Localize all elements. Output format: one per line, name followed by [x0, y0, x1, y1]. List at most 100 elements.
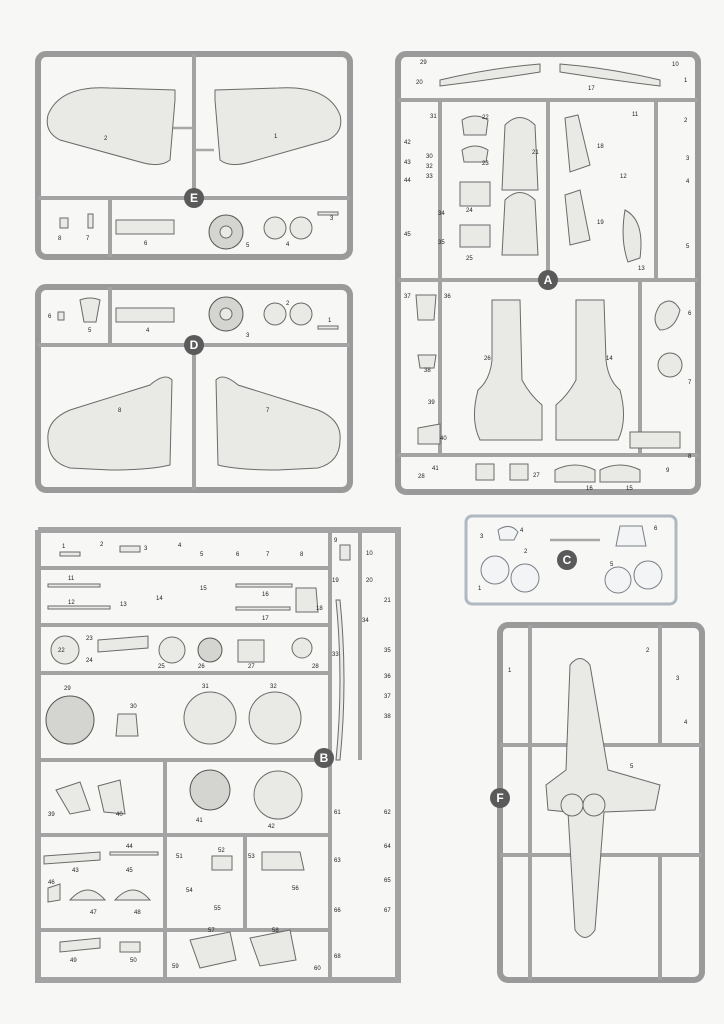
part-number: 4	[178, 543, 182, 549]
part-number: 35	[438, 240, 445, 246]
part-number: 32	[426, 164, 433, 170]
part-number: 39	[428, 400, 435, 406]
part-number: 5	[630, 764, 634, 770]
small-part	[317, 211, 339, 216]
part-number: 2	[104, 136, 108, 142]
part-number: 1	[274, 134, 278, 140]
part-number: 34	[362, 618, 369, 624]
part-number: 7	[266, 408, 270, 414]
part-number: 44	[404, 178, 411, 184]
part-number: 44	[126, 844, 133, 850]
shell-part	[68, 889, 107, 901]
rod-part	[235, 606, 291, 611]
sprue-frame-b: 1 2 3 4 5 6 7 8 9 10 11 12 13 14 15 16 1…	[35, 527, 401, 983]
part-number: 57	[208, 928, 215, 934]
part-number: 5	[686, 244, 690, 250]
part-number: 7	[688, 380, 692, 386]
part-number: 50	[130, 958, 137, 964]
part-number: 32	[270, 684, 277, 690]
wheel-part	[289, 302, 313, 326]
propeller-part	[335, 599, 345, 761]
part-number: 60	[314, 966, 321, 972]
rudder-part	[622, 209, 642, 263]
part-number: 5	[246, 243, 250, 249]
part-number: 2	[646, 648, 650, 654]
part-number: 42	[268, 824, 275, 830]
part-number: 27	[533, 473, 540, 479]
part-number: 21	[384, 598, 391, 604]
part-number: 65	[384, 878, 391, 884]
small-part	[415, 294, 437, 321]
part-number: 3	[246, 333, 250, 339]
part-number: 24	[86, 658, 93, 664]
seat-part	[261, 851, 305, 871]
engine-ring-part	[50, 635, 80, 665]
part-number: 61	[334, 810, 341, 816]
part-number: 3	[330, 216, 334, 222]
small-part	[119, 545, 141, 553]
part-number: 6	[688, 311, 692, 317]
wing-half-part	[215, 376, 341, 471]
part-number: 1	[62, 544, 66, 550]
clear-lens-part	[480, 555, 510, 585]
part-number: 10	[672, 62, 679, 68]
part-number: 47	[90, 910, 97, 916]
engine-disc-part	[158, 636, 186, 664]
small-part	[211, 855, 233, 871]
small-part	[59, 217, 69, 229]
bracket-part	[97, 635, 149, 653]
small-part	[599, 464, 641, 483]
part-number: 3	[676, 676, 680, 682]
part-number: 3	[686, 156, 690, 162]
part-number: 54	[186, 888, 193, 894]
part-number: 1	[478, 586, 482, 592]
part-number: 40	[116, 812, 123, 818]
part-number: 29	[64, 686, 71, 692]
small-clear-part	[497, 526, 519, 541]
part-number: 42	[404, 140, 411, 146]
part-number: 5	[88, 328, 92, 334]
small-part	[654, 300, 681, 331]
engine-cylinder-star-part	[189, 769, 231, 811]
frame-letter-badge: F	[490, 788, 510, 808]
part-number: 33	[332, 652, 339, 658]
part-number: 31	[202, 684, 209, 690]
part-number: 12	[68, 600, 75, 606]
part-number: 1	[684, 78, 688, 84]
rod-part	[47, 583, 101, 588]
part-number: 19	[597, 220, 604, 226]
wheel-part	[289, 216, 313, 240]
part-number: 28	[312, 664, 319, 670]
engine-cylinder-star-part	[45, 695, 95, 745]
part-number: 16	[586, 486, 593, 492]
part-number: 51	[176, 854, 183, 860]
part-number: 26	[484, 356, 491, 362]
small-part	[475, 463, 495, 481]
part-number: 38	[424, 368, 431, 374]
cowl-front-part	[253, 770, 303, 820]
small-part	[509, 463, 529, 481]
svg-text:C: C	[563, 553, 572, 567]
part-number: 25	[466, 256, 473, 262]
struts-part	[55, 781, 91, 815]
part-number: 55	[214, 906, 221, 912]
part-number-column-b: 1 2 3 4 5 6 7 8 9 10 11 12 13 14 15 16 1…	[48, 538, 391, 972]
small-part	[554, 464, 596, 483]
stabilizer-part	[564, 189, 591, 246]
part-number: 8	[118, 408, 122, 414]
struts-part	[97, 779, 126, 815]
small-part	[317, 325, 339, 330]
part-number: 20	[416, 80, 423, 86]
part-number: 4	[684, 720, 688, 726]
part-number: 8	[688, 454, 692, 460]
part-number: 37	[404, 294, 411, 300]
cutout	[560, 793, 584, 817]
rod-part	[235, 583, 293, 588]
rod-part	[47, 605, 111, 610]
part-number: 41	[432, 466, 439, 472]
part-number: 1	[508, 668, 512, 674]
part-number: 6	[654, 526, 658, 532]
small-part	[57, 311, 65, 321]
part-number: 29	[420, 60, 427, 66]
